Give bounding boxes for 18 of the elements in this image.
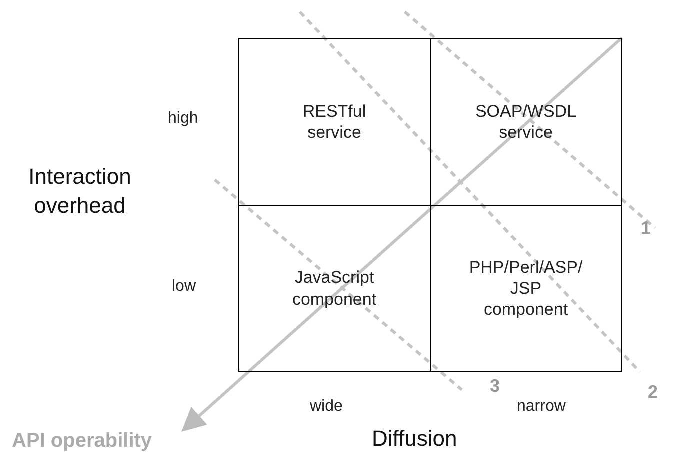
callout-number: 2 (648, 382, 658, 403)
cell-label: SOAP/WSDL service (474, 100, 578, 144)
callout-number: 3 (490, 376, 500, 397)
axis-tick-label: wide (310, 398, 343, 416)
axis-tick-label: low (172, 278, 196, 296)
cell-label: PHP/Perl/ASP/ JSP component (468, 256, 584, 320)
axis-title: Diffusion (372, 426, 458, 452)
matrix-cell (430, 205, 622, 372)
direction-label: API operability (12, 430, 152, 453)
axis-tick-label: high (168, 110, 198, 128)
matrix-cell (430, 38, 622, 206)
cell-label: JavaScript component (291, 267, 378, 310)
axis-tick-label: narrow (517, 398, 566, 416)
matrix-cell (238, 38, 431, 206)
matrix-cell (238, 205, 431, 372)
axis-title: Interaction overhead (28, 163, 132, 220)
cell-label: RESTful service (302, 100, 368, 144)
callout-number: 1 (641, 218, 652, 239)
